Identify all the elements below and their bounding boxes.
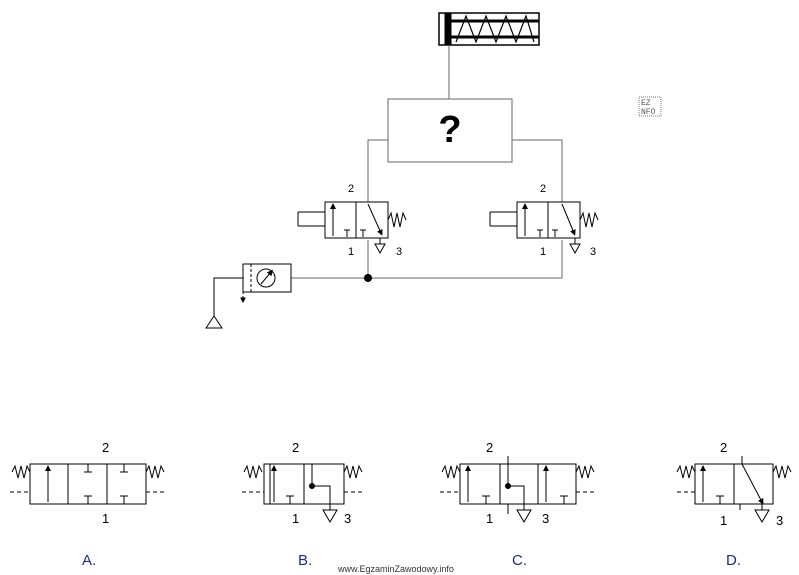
air-source bbox=[205, 277, 243, 329]
option-b-label[interactable]: B. bbox=[298, 552, 312, 569]
option-b-port-1: 1 bbox=[292, 511, 299, 526]
option-c-valve bbox=[440, 456, 596, 523]
option-c-label[interactable]: C. bbox=[512, 552, 527, 569]
left-valve-port-2: 2 bbox=[348, 183, 354, 195]
right-push-button-valve bbox=[489, 201, 599, 255]
option-a-port-2: 2 bbox=[102, 440, 109, 455]
option-c-port-2: 2 bbox=[486, 440, 493, 455]
option-d-valve bbox=[676, 456, 792, 523]
right-valve-port-1: 1 bbox=[540, 246, 546, 258]
option-a-label[interactable]: A. bbox=[82, 552, 96, 569]
left-push-button-valve bbox=[297, 201, 407, 255]
ez-info-logo: EZ NFO bbox=[638, 96, 662, 117]
option-b-port-2: 2 bbox=[292, 440, 299, 455]
junction-dot bbox=[364, 274, 372, 282]
spring-cylinder bbox=[438, 12, 540, 99]
watermark: www.EgzaminZawodowy.info bbox=[337, 564, 454, 574]
pressure-gauge-icon bbox=[256, 268, 276, 288]
option-c-port-3: 3 bbox=[542, 511, 549, 526]
question-mark: ? bbox=[438, 109, 461, 151]
option-b-valve bbox=[242, 463, 363, 523]
svg-text:EZ: EZ bbox=[641, 99, 651, 108]
unknown-element-box: ? bbox=[387, 98, 513, 163]
option-d-label[interactable]: D. bbox=[726, 552, 741, 569]
svg-text:NFO: NFO bbox=[641, 108, 656, 117]
option-d-port-2: 2 bbox=[720, 440, 727, 455]
left-valve-port-3: 3 bbox=[396, 246, 402, 258]
option-b-port-3: 3 bbox=[344, 511, 351, 526]
option-c-port-1: 1 bbox=[486, 511, 493, 526]
connection-lines bbox=[243, 139, 563, 282]
air-service-unit bbox=[240, 263, 292, 304]
option-a-port-1: 1 bbox=[102, 511, 109, 526]
option-a-valve bbox=[10, 463, 165, 505]
option-d-port-3: 3 bbox=[776, 513, 783, 528]
right-valve-port-2: 2 bbox=[540, 183, 546, 195]
right-valve-port-3: 3 bbox=[590, 246, 596, 258]
option-d-port-1: 1 bbox=[720, 513, 727, 528]
left-valve-port-1: 1 bbox=[348, 246, 354, 258]
